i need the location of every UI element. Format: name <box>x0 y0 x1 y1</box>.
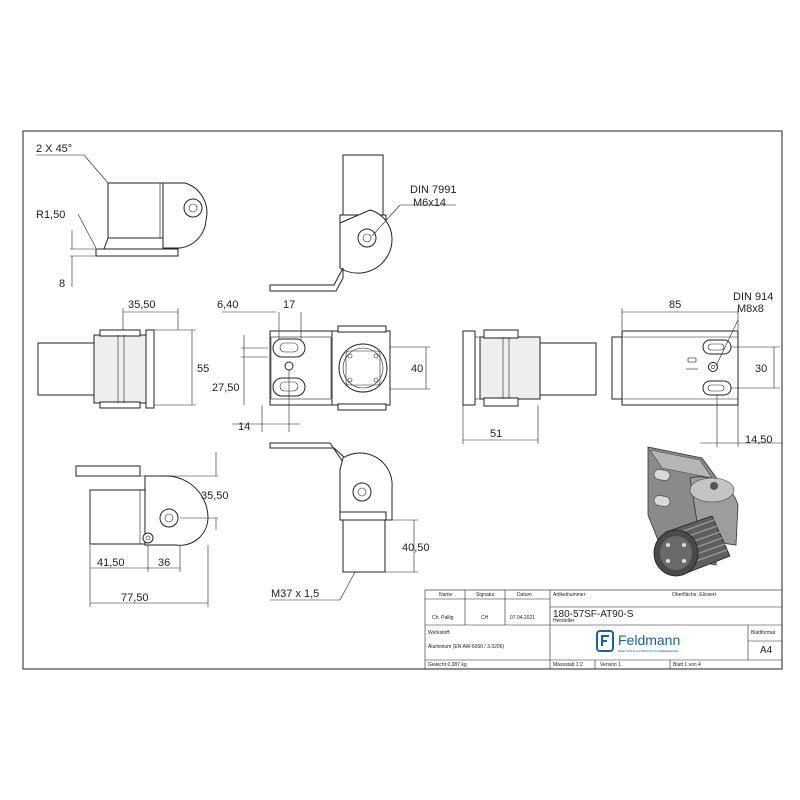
dim-chamfer: 2 X 45° <box>36 143 72 155</box>
view-front-left <box>37 308 196 409</box>
tb-scale: Massstab 1:2 <box>553 662 583 668</box>
tb-name-value: Ch. Pallig <box>432 615 454 621</box>
tb-material-value: Aluminium (EN AW-6060 / 3.3206) <box>428 644 504 650</box>
label-din914: DIN 914 <box>733 291 773 303</box>
view-side-top-left <box>36 154 208 287</box>
view-rotated-top-middle <box>269 154 456 292</box>
dim-27-50: 27,50 <box>212 382 240 394</box>
dim-17: 17 <box>283 299 295 311</box>
dim-40-50: 40,50 <box>402 542 430 554</box>
tb-format-value: A4 <box>760 645 773 656</box>
view-isometric <box>647 446 739 577</box>
dim-height-55: 55 <box>197 363 209 375</box>
tb-article-label: Artikelnummer <box>553 592 586 598</box>
tb-article-number: 180-57SF-AT90-S <box>553 609 634 620</box>
tb-sheet: Blatt 1 von 4 <box>673 662 701 668</box>
dim-36: 36 <box>158 557 170 569</box>
tb-signature-value: CH <box>481 615 489 621</box>
company-name: Feldmann <box>618 632 680 648</box>
title-block <box>424 589 783 670</box>
label-thread: M37 x 1,5 <box>271 588 319 600</box>
dim-14: 14 <box>238 421 250 433</box>
tb-version: Version 1 <box>600 662 621 668</box>
view-rotated-bottom-middle <box>269 442 418 601</box>
dim-14-50: 14,50 <box>745 434 773 446</box>
tb-date-label: Datum <box>517 592 532 598</box>
tb-manufacturer-label: Hersteller <box>553 618 575 624</box>
dim-40: 40 <box>411 363 423 375</box>
dim-6-40: 6,40 <box>217 299 238 311</box>
view-plate-right <box>611 308 782 447</box>
tb-surface-label: Oberfläche: Eloxiert <box>672 592 717 598</box>
tb-name-label: Name <box>439 592 453 598</box>
dim-35-50-bottom: 35,50 <box>201 490 229 502</box>
dim-77-50: 77,50 <box>121 592 149 604</box>
view-bottom-left <box>75 452 218 607</box>
drawing-border <box>22 130 783 670</box>
label-screw-m8: M8x8 <box>737 303 764 315</box>
feldmann-f-logo-icon <box>596 630 614 652</box>
tb-weight: Gewicht 0,387 kg <box>428 662 467 668</box>
tb-date-value: 07.04.2021 <box>510 615 535 621</box>
view-plate-middle <box>222 311 430 432</box>
tb-material-label: Werkstoff: <box>428 630 450 636</box>
tb-format-label: Blattformat <box>751 630 776 636</box>
dim-radius: R1,50 <box>36 209 65 221</box>
dim-51: 51 <box>490 428 502 440</box>
company-tagline: EDELSTAHL ALUMINIUM SCHMIEDEEISEN <box>618 649 678 653</box>
dim-width-3550: 35,50 <box>128 299 156 311</box>
view-side-middle-right <box>462 329 597 444</box>
label-screw-m6: M6x14 <box>413 197 446 209</box>
dim-85: 85 <box>669 299 681 311</box>
dim-41-50: 41,50 <box>97 557 125 569</box>
tb-signature-label: Signatur <box>476 592 495 598</box>
dim-thickness: 8 <box>59 278 65 290</box>
dim-30: 30 <box>755 363 767 375</box>
label-din7991: DIN 7991 <box>410 184 456 196</box>
